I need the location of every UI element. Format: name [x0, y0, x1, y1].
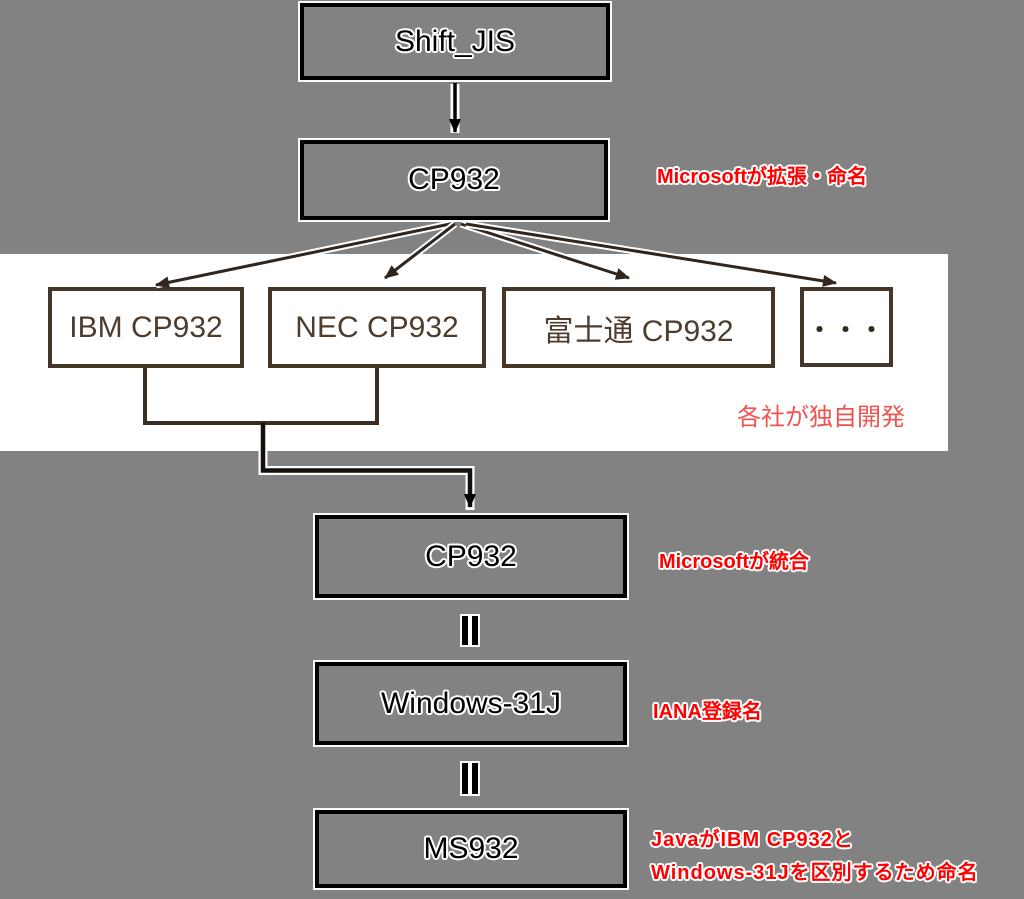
node-shift-jis: Shift_JIS: [300, 3, 610, 80]
ellipsis-icon: ・・・: [807, 316, 886, 344]
node-fujitsu-cp932-label: 富士通 CP932: [543, 314, 734, 348]
node-cp932-top: CP932: [300, 140, 608, 220]
node-cp932-unified: CP932: [315, 515, 627, 598]
node-ibm-cp932-label: IBM CP932: [69, 310, 223, 344]
annotation-microsoft-extended: Microsoftが拡張・命名: [657, 166, 867, 188]
annotation-microsoft-unified: Microsoftが統合: [659, 551, 809, 573]
equivalence-bar: [462, 616, 468, 645]
annotation-java-naming-line1: JavaがIBM CP932と: [651, 829, 854, 851]
connector-merge-to-cp932-casing: [258, 448, 475, 510]
node-nec-cp932: NEC CP932: [268, 287, 486, 368]
node-ms932: MS932: [315, 810, 627, 888]
equivalence-bar: [472, 763, 478, 794]
equivalence-bar: [462, 763, 468, 794]
equivalence-icon-bottom: [462, 763, 478, 794]
node-cp932-top-label: CP932: [408, 163, 500, 196]
equivalence-icon-top: [462, 616, 478, 645]
annotation-java-naming-line2: Windows-31Jを区別するため命名: [651, 862, 979, 884]
annotation-java-naming: JavaがIBM CP932と Windows-31Jを区別するため命名: [651, 824, 979, 890]
annotation-vendors-independent: 各社が独自開発: [737, 404, 905, 431]
node-nec-cp932-label: NEC CP932: [295, 310, 459, 344]
annotation-iana-registered: IANA登録名: [653, 701, 762, 723]
node-windows-31j-label: Windows-31J: [380, 686, 562, 720]
node-cp932-unified-label: CP932: [425, 539, 517, 573]
node-fujitsu-cp932: 富士通 CP932: [502, 287, 775, 368]
equivalence-bar: [472, 616, 478, 645]
node-other-vendors: ・・・: [800, 287, 893, 367]
node-ibm-cp932: IBM CP932: [48, 287, 244, 368]
node-windows-31j: Windows-31J: [315, 662, 627, 745]
node-ms932-label: MS932: [423, 832, 519, 865]
node-shift-jis-label: Shift_JIS: [394, 24, 516, 58]
